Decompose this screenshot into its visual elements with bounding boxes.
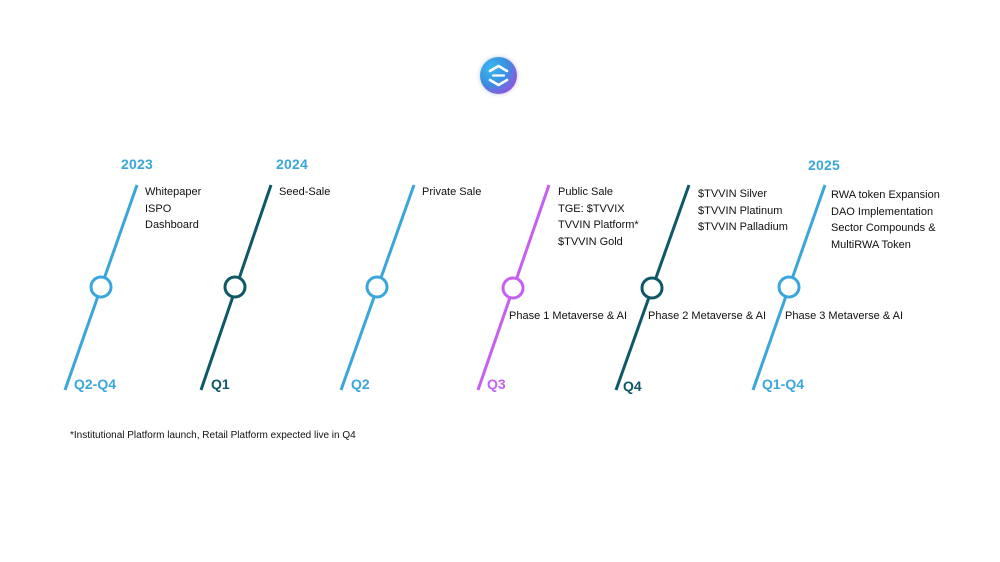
milestone-items-4: Public Sale TGE: $TVVIX TVVIN Platform* …	[558, 184, 639, 250]
milestone-item: DAO Implementation	[831, 205, 934, 218]
footnote: *Institutional Platform launch, Retail P…	[70, 430, 356, 441]
brand-logo	[480, 57, 517, 94]
phase-label-2: Phase 2 Metaverse & AI	[648, 310, 767, 322]
quarter-label-6: Q1-Q4	[762, 376, 805, 392]
timeline-node-6	[777, 275, 801, 299]
milestone-item: Private Sale	[422, 186, 482, 198]
timeline-node-2	[223, 275, 247, 299]
milestone-item: TVVIN Platform*	[558, 219, 639, 231]
milestone-items-1: Whitepaper ISPO Dashboard	[145, 184, 201, 234]
milestone-item: $TVVIN Palladium	[698, 221, 788, 233]
timeline-node-4	[501, 276, 525, 300]
year-label-2024: 2024	[276, 156, 308, 172]
quarter-label-3: Q2	[351, 376, 370, 392]
milestone-items-6: RWA token Expansion DAO Implementation S…	[831, 187, 940, 253]
milestone-item: Whitepaper	[145, 186, 202, 198]
milestone-item: Dashboard	[145, 219, 199, 231]
timeline-node-3	[365, 275, 389, 299]
timeline-node-5	[640, 276, 664, 300]
milestone-item: MultiRWA Token	[831, 238, 911, 251]
milestone-item: $TVVIN Platinum	[698, 204, 783, 217]
milestone-items-2: Seed-Sale	[279, 184, 330, 201]
phase-label-1: Phase 1 Metaverse & AI	[509, 310, 628, 322]
milestone-item: Public Sale	[558, 186, 614, 198]
milestone-item: $TVVIN Gold	[558, 235, 623, 248]
phase-label-3: Phase 3 Metaverse & AI	[785, 310, 904, 322]
milestone-item: RWA token Expansion	[831, 189, 940, 201]
year-label-2023: 2023	[121, 156, 153, 172]
milestone-items-3: Private Sale	[422, 184, 481, 201]
milestone-item: ISPO	[145, 202, 172, 215]
timeline-node-1	[89, 275, 113, 299]
quarter-label-4: Q3	[487, 376, 506, 392]
milestone-item: TGE: $TVVIX	[558, 202, 625, 215]
milestone-items-5: $TVVIN Silver $TVVIN Platinum $TVVIN Pal…	[698, 186, 788, 236]
milestone-item: Sector Compounds &	[831, 222, 936, 234]
chevron-swap-logo-icon	[488, 64, 509, 87]
quarter-label-5: Q4	[623, 378, 642, 394]
quarter-label-1: Q2-Q4	[74, 376, 117, 392]
milestone-item: Seed-Sale	[279, 186, 331, 198]
year-label-2025: 2025	[808, 157, 840, 173]
milestone-item: $TVVIN Silver	[698, 188, 768, 200]
quarter-label-2: Q1	[211, 376, 230, 392]
